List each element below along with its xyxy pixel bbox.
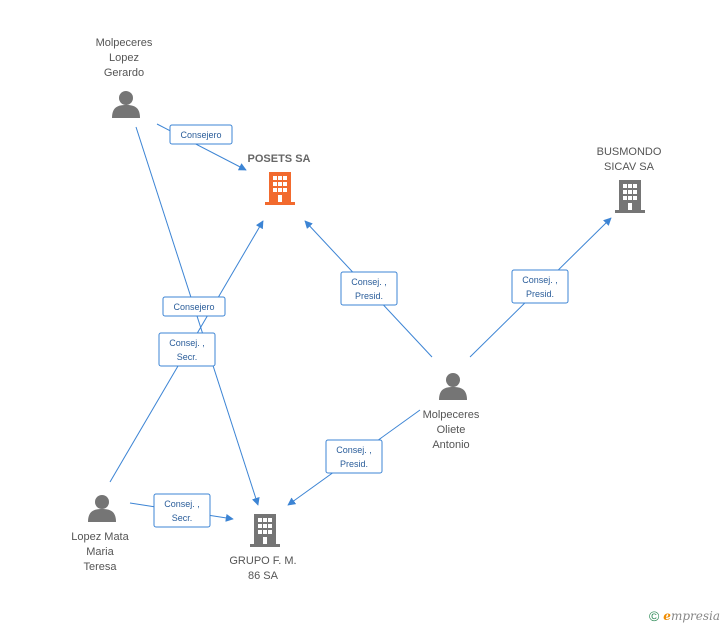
node-label: BUSMONDO <box>597 146 662 158</box>
edge-label-consejero-lopez-posets[interactable]: Consejero <box>169 124 233 145</box>
edge-label-text: Presid. <box>340 459 368 469</box>
node-label: Oliete <box>437 424 466 436</box>
node-lopez-mata-maria-teresa[interactable]: Lopez Mata Maria Teresa <box>71 495 130 573</box>
node-label: SICAV SA <box>604 161 655 173</box>
person-icon <box>112 91 140 118</box>
node-label: Lopez <box>109 52 139 64</box>
node-label: GRUPO F. M. <box>229 555 296 567</box>
brand-name: mpresia <box>670 609 720 623</box>
building-icon <box>615 180 645 213</box>
building-icon <box>265 172 295 205</box>
edge-label-text: Consej. , <box>522 275 558 285</box>
edge-label-text: Consej. , <box>336 445 372 455</box>
edge-label-text: Secr. <box>177 352 198 362</box>
edge-label-consejero-lopez-grupo[interactable]: Consejero <box>162 296 226 317</box>
node-label: Molpeceres <box>423 409 480 421</box>
node-label: 86 SA <box>248 570 279 582</box>
edge-label-text: Consej. , <box>169 338 205 348</box>
node-label: Molpeceres <box>96 37 153 49</box>
edge-label-consej-presid-oliete-grupo[interactable]: Consej. , Presid. <box>325 439 383 474</box>
node-label: POSETS SA <box>248 153 311 165</box>
edge-label-text: Consejero <box>180 130 221 140</box>
edge-label-text: Consej. , <box>351 277 387 287</box>
brand-logo[interactable]: empresia <box>663 609 720 623</box>
person-icon <box>439 373 467 400</box>
node-label: Antonio <box>432 439 469 451</box>
edge-label-consej-secr-mata-posets[interactable]: Consej. , Secr. <box>158 332 216 367</box>
edge-label-consej-presid-oliete-busmondo[interactable]: Consej. , Presid. <box>511 269 569 304</box>
node-label: Lopez Mata <box>71 531 129 543</box>
edge-label-text: Consej. , <box>164 499 200 509</box>
node-label: Teresa <box>83 561 117 573</box>
copyright-symbol: © <box>648 608 660 624</box>
edge-label-text: Secr. <box>172 513 193 523</box>
edge-label-text: Presid. <box>355 291 383 301</box>
brand-initial: e <box>663 609 671 623</box>
node-grupo-fm-86-sa[interactable]: GRUPO F. M. 86 SA <box>229 514 297 582</box>
node-posets-sa[interactable]: POSETS SA <box>248 153 311 205</box>
person-icon <box>88 495 116 522</box>
node-molpeceres-oliete-antonio[interactable]: Molpeceres Oliete Antonio <box>423 373 480 451</box>
edge-label-consej-presid-oliete-posets[interactable]: Consej. , Presid. <box>340 271 398 306</box>
node-busmondo-sicav-sa[interactable]: BUSMONDO SICAV SA <box>597 146 662 213</box>
footer-brand: © empresia <box>649 608 720 624</box>
node-label: Maria <box>86 546 114 558</box>
edge-label-text: Consejero <box>173 302 214 312</box>
node-label: Gerardo <box>104 67 144 79</box>
edge-label-text: Presid. <box>526 289 554 299</box>
building-icon <box>250 514 280 547</box>
edge-label-consej-secr-mata-grupo[interactable]: Consej. , Secr. <box>153 493 211 528</box>
node-molpeceres-lopez-gerardo[interactable]: Molpeceres Lopez Gerardo <box>96 37 153 118</box>
